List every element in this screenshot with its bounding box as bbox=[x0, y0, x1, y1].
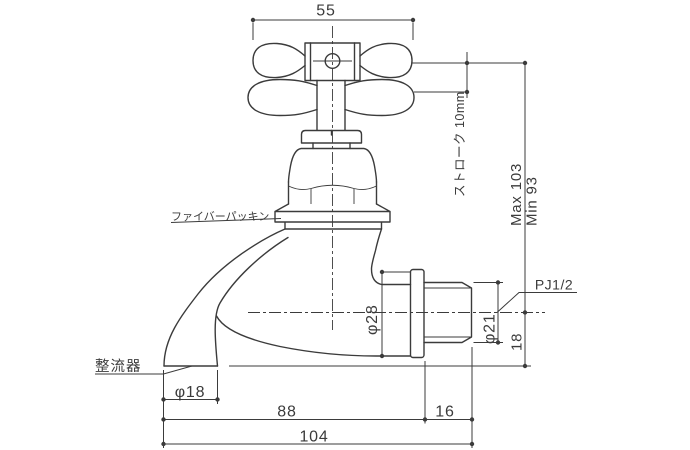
flow-straightener-label: 整流器 bbox=[95, 358, 142, 375]
body-and-spout bbox=[163, 228, 412, 367]
dim-16-text: 16 bbox=[435, 404, 454, 421]
spout-inner-curve bbox=[214, 236, 289, 367]
bonnet bbox=[274, 147, 391, 230]
thread-outline bbox=[423, 281, 473, 344]
spout-outer-curve bbox=[163, 228, 286, 367]
dim-18-text: 18 bbox=[509, 333, 526, 351]
dim-phi21-text: φ21 bbox=[482, 313, 499, 344]
handle-cross bbox=[247, 42, 415, 150]
dim-phi18-lines bbox=[163, 370, 218, 448]
stroke-label: ストローク 10mm bbox=[453, 91, 467, 197]
dimension-lines bbox=[95, 17, 577, 448]
handle-hub-bevels bbox=[309, 42, 356, 82]
centerlines bbox=[248, 26, 545, 330]
wall-flange bbox=[409, 268, 425, 359]
dim-88-text: 88 bbox=[277, 404, 296, 421]
dim-88-16-lines bbox=[163, 347, 473, 448]
inlet-shank bbox=[409, 268, 473, 359]
body-right-edge bbox=[370, 228, 412, 286]
dim-55-text: 55 bbox=[316, 3, 335, 20]
leader-pj12 bbox=[496, 292, 577, 313]
leader-fiber-packing bbox=[170, 218, 282, 223]
annotations: 55 ストローク 10mm Max 103 Min 93 ファイバーパッキン φ… bbox=[95, 3, 573, 446]
handle-upper-right-lobe bbox=[359, 42, 413, 79]
dim-phi28-text: φ28 bbox=[364, 304, 381, 335]
dim-phi18-text: φ18 bbox=[175, 384, 206, 401]
spindle-stem bbox=[316, 79, 346, 131]
handle-lower-left-lobe bbox=[247, 78, 318, 117]
body-underside bbox=[215, 315, 412, 357]
thread-spec-label: PJ1/2 bbox=[535, 277, 573, 293]
handle-upper-left-lobe bbox=[252, 42, 306, 79]
dimension-dots bbox=[161, 17, 528, 447]
bonnet-hex-sides bbox=[287, 181, 378, 205]
dim-max-text: Max 103 bbox=[508, 163, 525, 226]
dim-104-text: 104 bbox=[299, 429, 328, 446]
thread-root-lines bbox=[424, 287, 472, 338]
leader-flow-straightener bbox=[95, 365, 193, 375]
dim-min-text: Min 93 bbox=[524, 176, 541, 226]
bonnet-hex-facets bbox=[288, 184, 377, 204]
fiber-packing-label: ファイバーパッキン bbox=[171, 210, 269, 223]
stem-neck bbox=[312, 142, 351, 150]
handle-lower-right-lobe bbox=[344, 78, 415, 117]
handle-nut bbox=[300, 129, 363, 144]
dim-55-lines bbox=[252, 19, 414, 40]
